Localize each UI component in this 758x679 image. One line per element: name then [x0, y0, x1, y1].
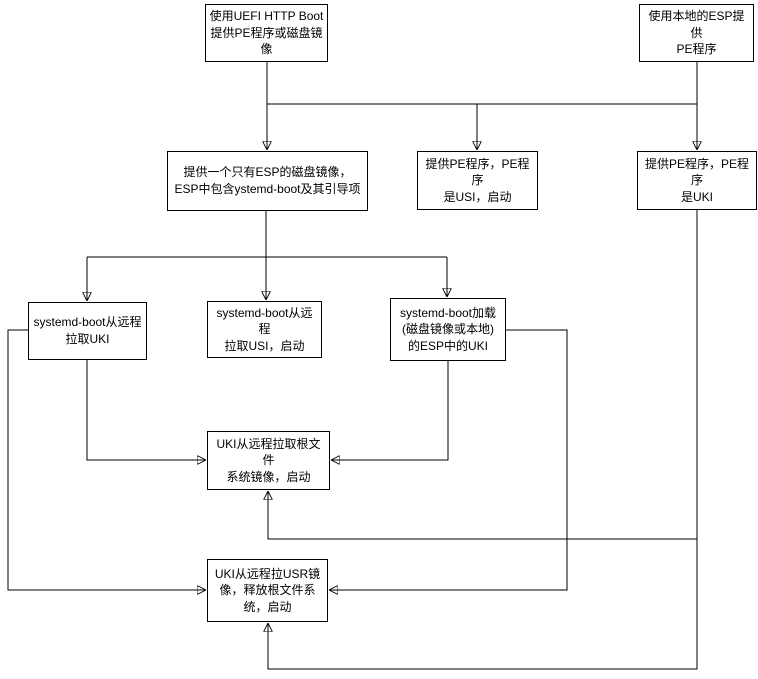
node-systemd-boot-pull-usi: systemd-boot从远程 拉取USI，启动 [207, 301, 322, 358]
edge-load-esp-uki-to-rootfs [331, 361, 449, 460]
node-systemd-boot-load-esp-uki: systemd-boot加载 (磁盘镜像或本地) 的ESP中的UKI [390, 298, 506, 361]
node-uki-pull-rootfs: UKI从远程拉取根文件 系统镜像，启动 [207, 431, 330, 490]
node-pe-is-usi: 提供PE程序，PE程序 是USI，启动 [417, 151, 538, 210]
node-systemd-boot-pull-uki: systemd-boot从远程 拉取UKI [28, 302, 147, 360]
node-esp-disk-image: 提供一个只有ESP的磁盘镜像， ESP中包含ystemd-boot及其引导项 [167, 151, 368, 211]
edge-pull-uki-to-usr [7, 329, 206, 590]
edge-load-esp-uki-to-usr [329, 329, 568, 590]
edge-pe-uki-to-rootfs [268, 210, 698, 540]
edge-pull-uki-to-rootfs [86, 360, 206, 460]
edge-pe-uki-to-usr [268, 539, 698, 670]
node-uki-pull-usr: UKI从远程拉USR镜 像，释放根文件系 统，启动 [207, 559, 328, 622]
node-pe-is-uki: 提供PE程序，PE程序 是UKI [637, 151, 757, 210]
node-local-esp: 使用本地的ESP提供 PE程序 [639, 4, 754, 62]
node-uefi-http-boot: 使用UEFI HTTP Boot 提供PE程序或磁盘镜 像 [205, 4, 328, 62]
